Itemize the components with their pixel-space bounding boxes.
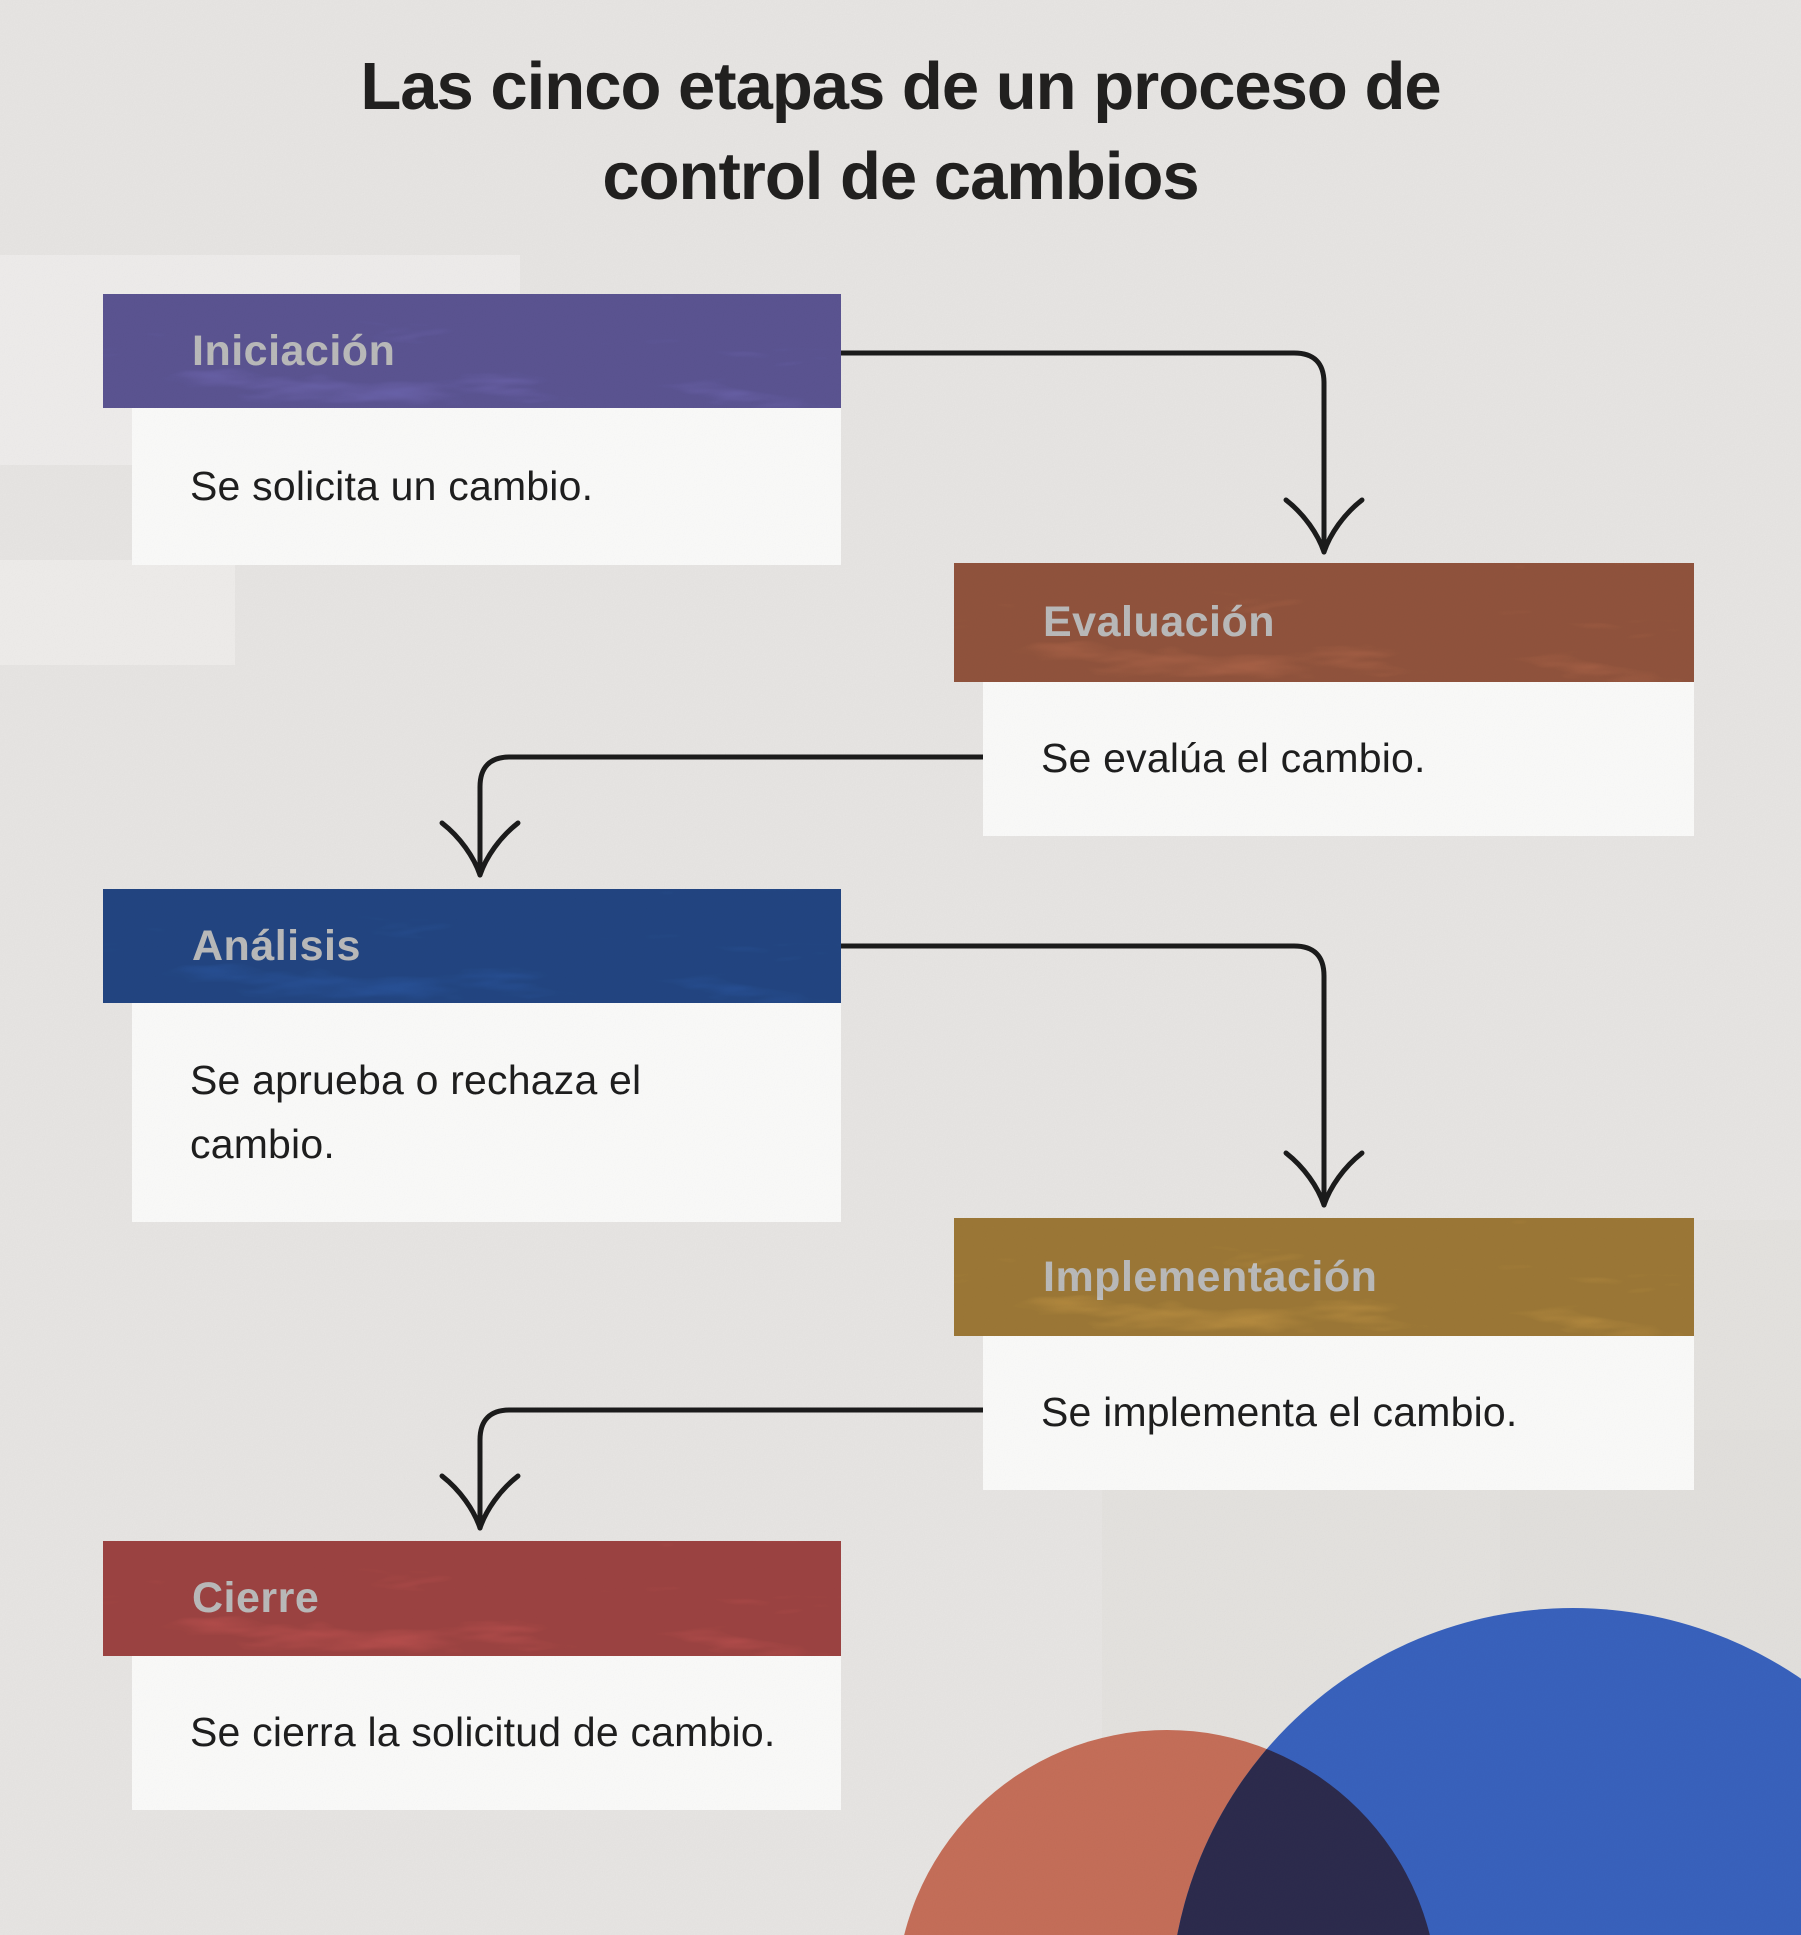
stage-description: Se cierra la solicitud de cambio. — [190, 1709, 776, 1756]
stage-label: Cierre — [192, 1574, 320, 1622]
stage-body-cierre: Se cierra la solicitud de cambio. — [132, 1656, 841, 1810]
stage-header-analisis: Análisis — [103, 889, 841, 1003]
stage-body-evaluacion: Se evalúa el cambio. — [983, 682, 1694, 836]
stage-description: Se implementa el cambio. — [1041, 1389, 1518, 1436]
stage-label: Evaluación — [1043, 598, 1276, 646]
stage-label: Iniciación — [192, 326, 396, 375]
stage-description: Se solicita un cambio. — [190, 462, 594, 509]
stage-body-analisis: Se aprueba o rechaza el cambio. — [132, 1003, 841, 1222]
stage-description: Se aprueba o rechaza el cambio. — [190, 1056, 642, 1167]
stage-description: Se evalúa el cambio. — [1041, 735, 1426, 782]
stage-header-implementacion: Implementación — [954, 1218, 1694, 1336]
blue-circle — [1170, 1608, 1801, 1935]
stage-body-iniciacion: Se solicita un cambio. — [132, 408, 841, 565]
arrow-evaluation-to-analysis — [477, 754, 986, 872]
arrow-initiation-to-evaluation — [775, 350, 1327, 549]
arrow-analysis-to-implementation — [780, 943, 1327, 1202]
stage-label: Análisis — [192, 921, 361, 970]
background-rect — [0, 560, 235, 665]
stage-label: Implementación — [1043, 1252, 1378, 1301]
page-title: Las cinco etapas de un proceso de contro… — [0, 42, 1801, 222]
title-line-2: control de cambios — [602, 138, 1199, 214]
title-line-1: Las cinco etapas de un proceso de — [360, 49, 1441, 124]
arrow-implementation-to-closure — [477, 1407, 986, 1525]
stage-body-implementacion: Se implementa el cambio. — [983, 1336, 1694, 1490]
stage-header-iniciacion: Iniciación — [103, 294, 841, 408]
stage-header-evaluacion: Evaluación — [954, 563, 1694, 682]
stage-header-cierre: Cierre — [103, 1541, 841, 1656]
